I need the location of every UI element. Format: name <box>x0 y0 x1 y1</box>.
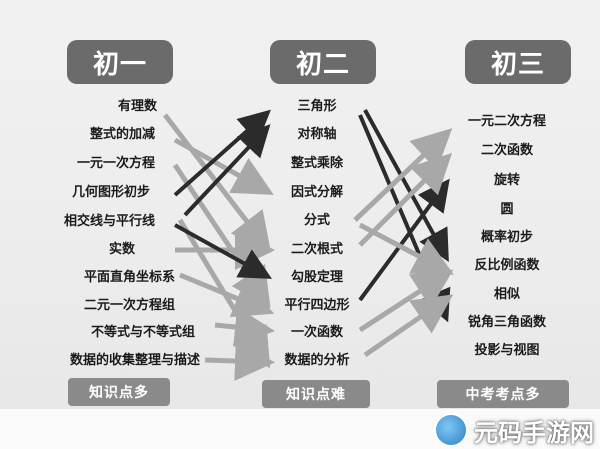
topic-item: 数据的收集整理与描述 <box>69 353 200 368</box>
topic-item: 几何图形初步 <box>71 185 150 200</box>
topic-item: 概率初步 <box>480 230 533 245</box>
topic-item: 一次函数 <box>290 325 343 340</box>
bottom-strip <box>0 409 600 449</box>
topic-item: 二元一次方程组 <box>83 298 175 313</box>
footer-grade-7-note: 知识点多 <box>68 378 170 406</box>
arrow-dark <box>363 109 449 263</box>
topic-item: 分式 <box>303 213 330 228</box>
topic-item: 投影与视图 <box>474 343 540 358</box>
topic-item: 相似 <box>493 287 520 302</box>
topic-item: 因式分解 <box>290 185 343 200</box>
topic-item: 平面直角坐标系 <box>83 270 175 285</box>
arrow-light <box>163 113 272 253</box>
topic-item: 锐角三角函数 <box>467 315 546 330</box>
topic-item: 一元二次方程 <box>467 114 546 129</box>
topic-item: 实数 <box>108 242 135 257</box>
topic-item: 勾股定理 <box>290 270 343 285</box>
header-grade-8: 初二 <box>270 40 376 84</box>
arrow-light <box>363 294 454 358</box>
topic-item: 不等式与不等式组 <box>90 325 195 340</box>
arrow-light <box>173 137 274 195</box>
arrow-light <box>358 269 454 333</box>
arrow-light <box>204 341 275 381</box>
topic-item: 数据的分析 <box>284 353 350 368</box>
topic-item: 反比例函数 <box>474 258 540 273</box>
topic-item: 平行四边形 <box>284 298 350 313</box>
arrow-dark <box>174 223 272 279</box>
footer-grade-9-note: 中考考点多 <box>437 380 569 408</box>
watermark: 元码手游网 <box>434 413 594 447</box>
topic-item: 整式的加减 <box>89 127 155 142</box>
topic-item: 旋转 <box>493 173 520 188</box>
header-grade-7: 初一 <box>67 40 173 84</box>
arrow-dark <box>358 178 450 302</box>
topic-item: 相交线与平行线 <box>63 214 155 229</box>
topic-item: 二次函数 <box>480 143 533 158</box>
topic-item: 三角形 <box>297 99 337 114</box>
arrow-light <box>179 272 275 318</box>
topic-item: 二次根式 <box>290 242 343 257</box>
watermark-logo-icon <box>434 413 468 447</box>
arrow-light <box>214 307 275 347</box>
topic-item: 整式乘除 <box>290 156 343 171</box>
arrow-light <box>353 128 453 222</box>
topic-item: 对称轴 <box>297 127 337 142</box>
topic-item: 一元一次方程 <box>76 156 155 171</box>
topic-item: 有理数 <box>117 99 157 114</box>
arrow-light <box>358 222 454 275</box>
footer-grade-8-note: 知识点难 <box>262 380 370 408</box>
header-grade-9: 初三 <box>465 40 571 84</box>
watermark-text: 元码手游网 <box>474 418 594 447</box>
arrow-dark <box>183 124 271 217</box>
topic-item: 圆 <box>500 202 514 217</box>
